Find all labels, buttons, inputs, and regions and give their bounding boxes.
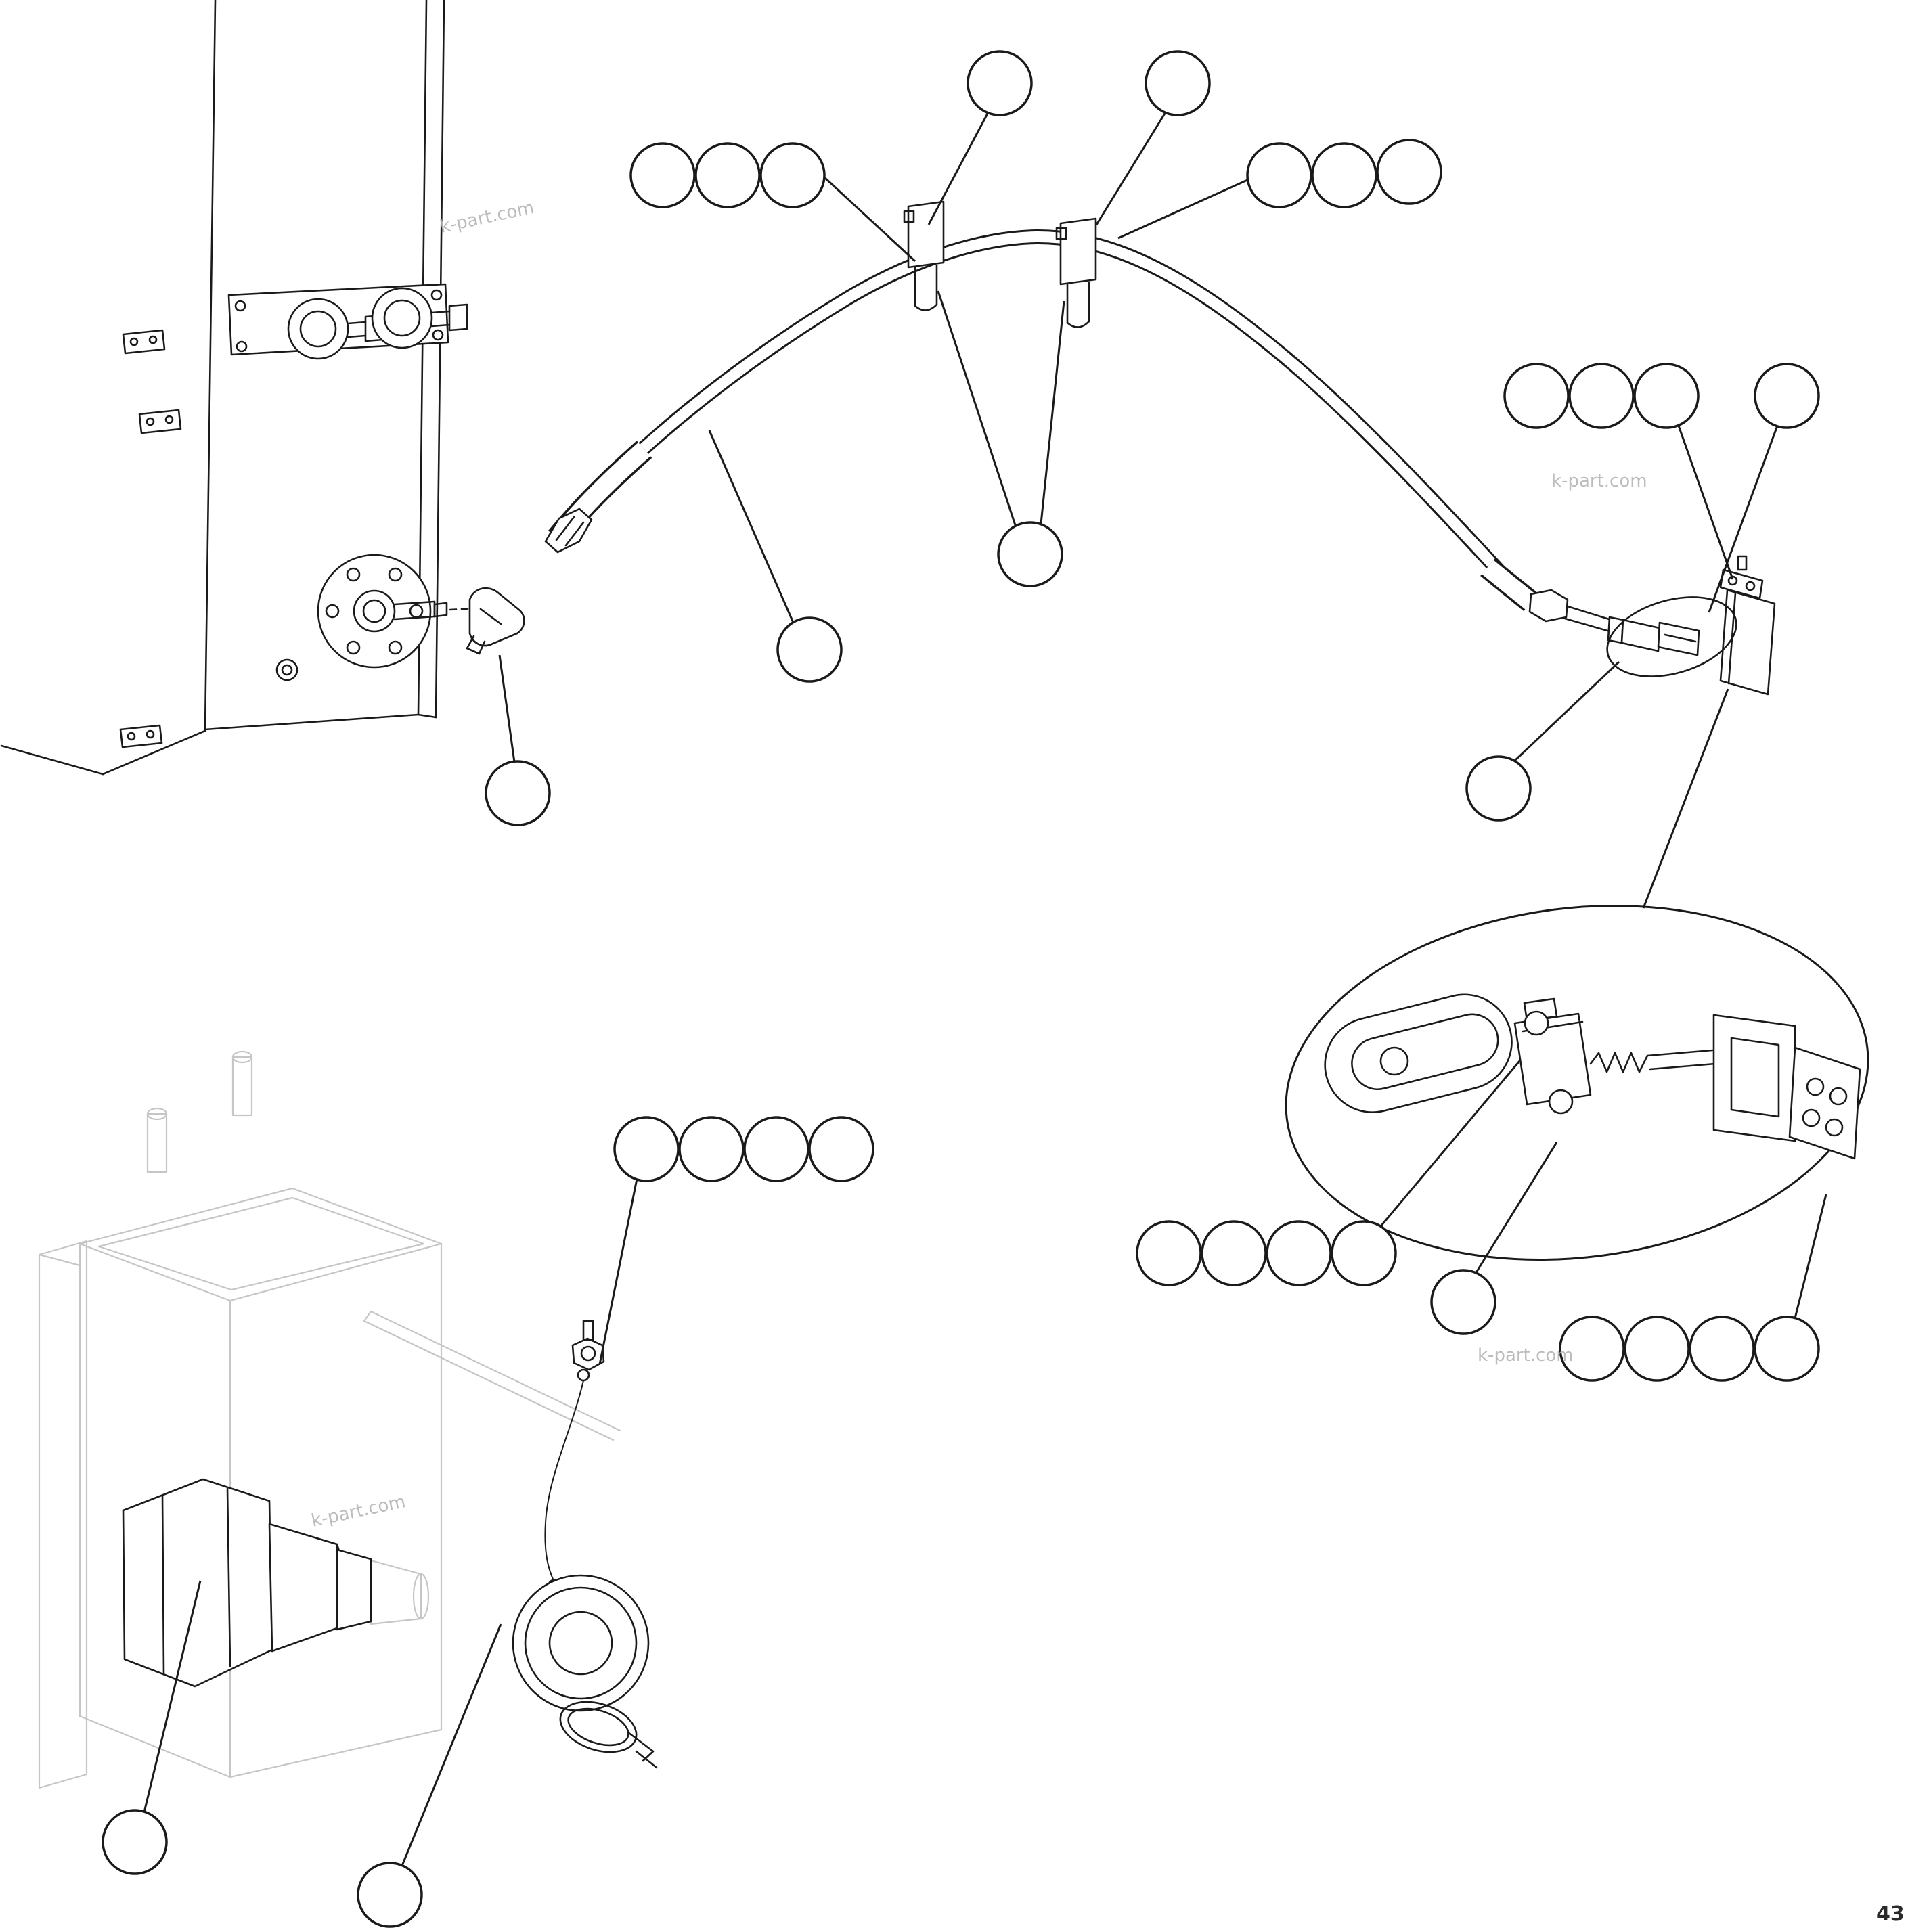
callout-balloon [1568,363,1635,429]
leader-line [1642,688,1729,909]
leader-line [708,430,795,623]
leader-line [1040,300,1065,524]
watermark: k-part.com [309,1491,407,1531]
latch-handle [1712,1014,1796,1142]
leader-line [1474,1142,1558,1274]
callout-balloon [776,616,843,683]
leader-lines-layer [143,112,1827,1866]
callout-balloon [808,1116,874,1182]
hose-clamp-left [903,200,945,311]
dust-cap-assembly [512,1320,658,1769]
watermark: k-part.com [1551,471,1647,491]
callout-balloon [1465,755,1532,822]
callout-balloon [629,142,696,208]
leader-line [1708,425,1779,613]
latch-body [1513,997,1592,1115]
hose-end-fittings [466,508,1626,655]
callout-balloon [1503,363,1570,429]
callout-balloon [1624,1316,1690,1382]
leader-line [143,1580,202,1813]
leader-line [1794,1194,1827,1319]
callout-balloon [1145,50,1211,116]
callout-balloon [485,760,551,826]
callout-balloons-layer [102,50,1820,1928]
callout-balloon [1311,142,1377,208]
callout-balloon [1246,142,1312,208]
detail-source-ellipse [1606,596,1737,677]
flange-port [275,554,475,681]
callout-balloon [1754,1316,1820,1382]
watermarks-layer: k-part.com k-part.com k-part.com k-part.com [309,198,1647,1531]
latch-detail-view [1285,905,1869,1261]
leader-line [1379,1060,1521,1227]
leader-line [937,290,1017,526]
callout-balloon [613,1116,680,1182]
watermark: k-part.com [1478,1345,1574,1366]
callout-balloon [1136,1220,1202,1286]
hose-clamp-right [1055,217,1097,328]
callout-balloon [1266,1220,1332,1286]
latch-mount-plate [1788,1046,1861,1160]
callout-balloon [1331,1220,1397,1286]
callout-balloon [997,521,1063,587]
leader-line [498,654,516,763]
hydraulic-tank-ghost [38,1050,621,1789]
leader-line [1513,660,1620,762]
callout-balloon [1201,1220,1267,1286]
leader-line [401,1623,502,1866]
callout-balloon [102,1809,168,1875]
hex-union-fitting [122,1478,372,1688]
callout-balloon [1754,363,1820,429]
leader-line [1095,112,1167,225]
callout-balloon [678,1116,745,1182]
panel-clips [119,329,182,748]
leader-line [1117,179,1248,240]
callout-balloon [1633,363,1700,429]
latch-hook [1324,993,1513,1113]
mounting-bracket-fittings [227,283,468,360]
callout-balloon [1689,1316,1755,1382]
callout-balloon [694,142,761,208]
callout-balloon [967,50,1033,116]
latch-spring [1589,1052,1649,1073]
coupler-bracket-assembly [1606,555,1776,696]
leader-line [598,1178,638,1365]
leader-line [823,176,916,263]
leader-line [1677,425,1734,580]
leader-line [927,112,990,225]
watermark: k-part.com [438,198,536,238]
callout-balloon [1376,139,1442,205]
callout-balloon [759,142,826,208]
callout-balloon [743,1116,809,1182]
page-number: 43 [1876,1902,1905,1926]
callout-balloon [1430,1269,1496,1335]
callout-balloon [357,1862,423,1928]
callout-balloon [1559,1316,1625,1382]
lanyard-cable [544,1380,584,1581]
